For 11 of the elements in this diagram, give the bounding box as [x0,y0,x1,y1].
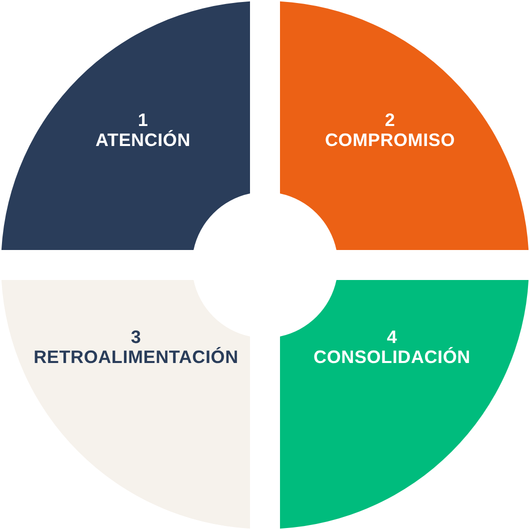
step-number: 3 [130,327,142,347]
step-title: RETROALIMENTACIÓN [34,347,238,367]
step-number: 4 [386,327,398,347]
step-title: COMPROMISO [325,130,455,150]
step-number: 2 [384,110,396,130]
step-number: 1 [138,110,148,130]
ring-segment [1,1,250,250]
step-title: ATENCIÓN [95,130,191,150]
ring-segment [280,1,529,250]
ring-segment [280,280,529,529]
step-title: CONSOLIDACIÓN [314,347,470,367]
